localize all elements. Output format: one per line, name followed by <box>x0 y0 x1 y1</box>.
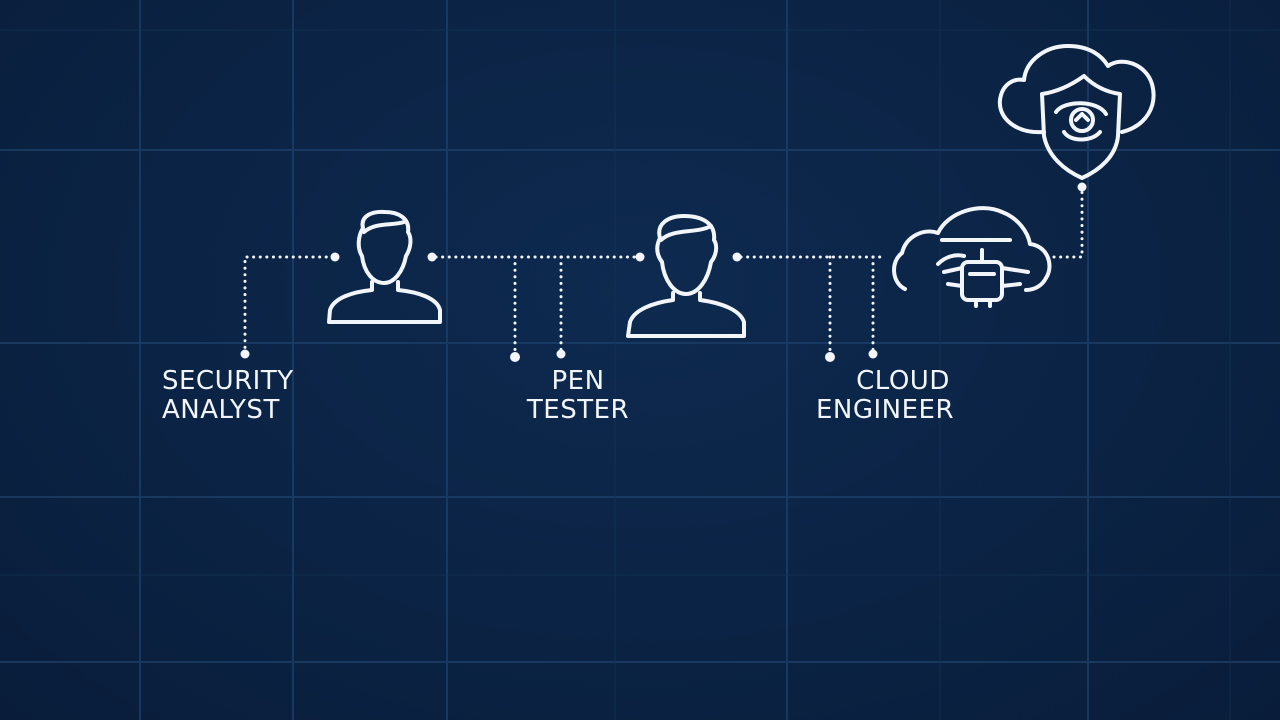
role-label-line: CLOUD <box>856 366 950 396</box>
role-label-line: PEN <box>551 366 605 396</box>
role-label-pen-tester: PEN TESTER <box>505 367 651 425</box>
role-label-line: SECURITY <box>162 366 294 396</box>
person-icon <box>327 209 442 324</box>
role-label-line: ANALYST <box>162 395 280 425</box>
role-label-security-analyst: SECURITY ANALYST <box>162 367 324 425</box>
role-label-line: TESTER <box>526 395 630 425</box>
role-label-cloud-engineer: CLOUD ENGINEER <box>800 367 970 425</box>
cloud-shield-icon <box>997 44 1156 180</box>
person-icon <box>626 214 746 338</box>
cloud-server-icon <box>892 206 1052 308</box>
dotted-connectors <box>243 185 1084 357</box>
connector-dots <box>240 182 1087 362</box>
role-label-line: ENGINEER <box>815 395 955 425</box>
